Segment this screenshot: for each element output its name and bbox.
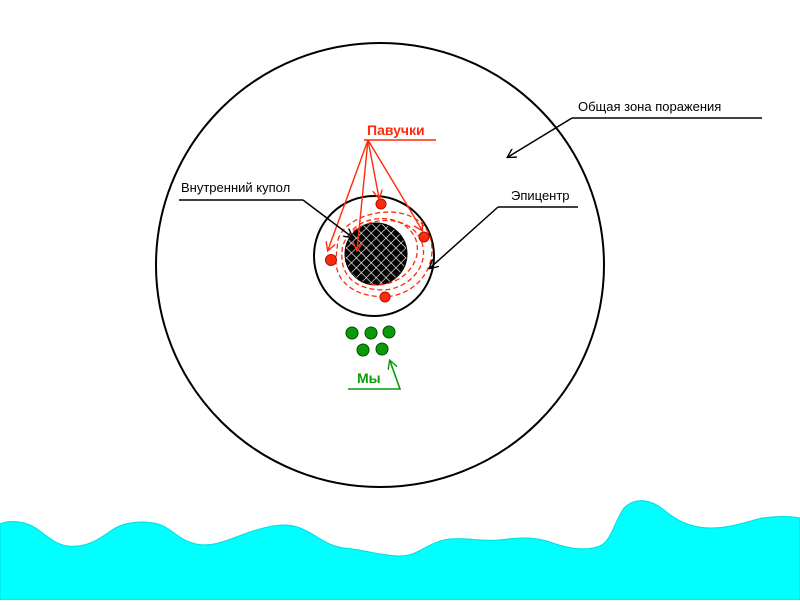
us-dot [364, 326, 378, 340]
us-label: Мы [357, 370, 381, 386]
us-dot [356, 343, 370, 357]
us-dot [345, 326, 359, 340]
spider-dot [418, 231, 430, 243]
epicenter-arrow [430, 206, 499, 268]
epicenter-mesh [344, 222, 408, 286]
spiders-group [325, 198, 430, 303]
total-zone-arrow [508, 117, 573, 157]
spiders-arrows [328, 139, 422, 250]
spiders-label: Павучки [367, 122, 425, 138]
total-zone-label: Общая зона поражения [578, 99, 721, 114]
spider-dot [375, 198, 387, 210]
spider-dot [325, 254, 337, 266]
us-group [345, 325, 396, 357]
us-dot [375, 342, 389, 356]
inner-dome-arrow [302, 199, 352, 237]
water-area [0, 500, 800, 601]
us-dot [382, 325, 396, 339]
us-arrow [348, 361, 402, 390]
inner-dome-label: Внутренний купол [181, 180, 290, 195]
epicenter-label: Эпицентр [511, 188, 570, 203]
total-zone-circle [155, 42, 605, 488]
spider-orbits [335, 211, 433, 298]
spider-dot [379, 291, 391, 303]
